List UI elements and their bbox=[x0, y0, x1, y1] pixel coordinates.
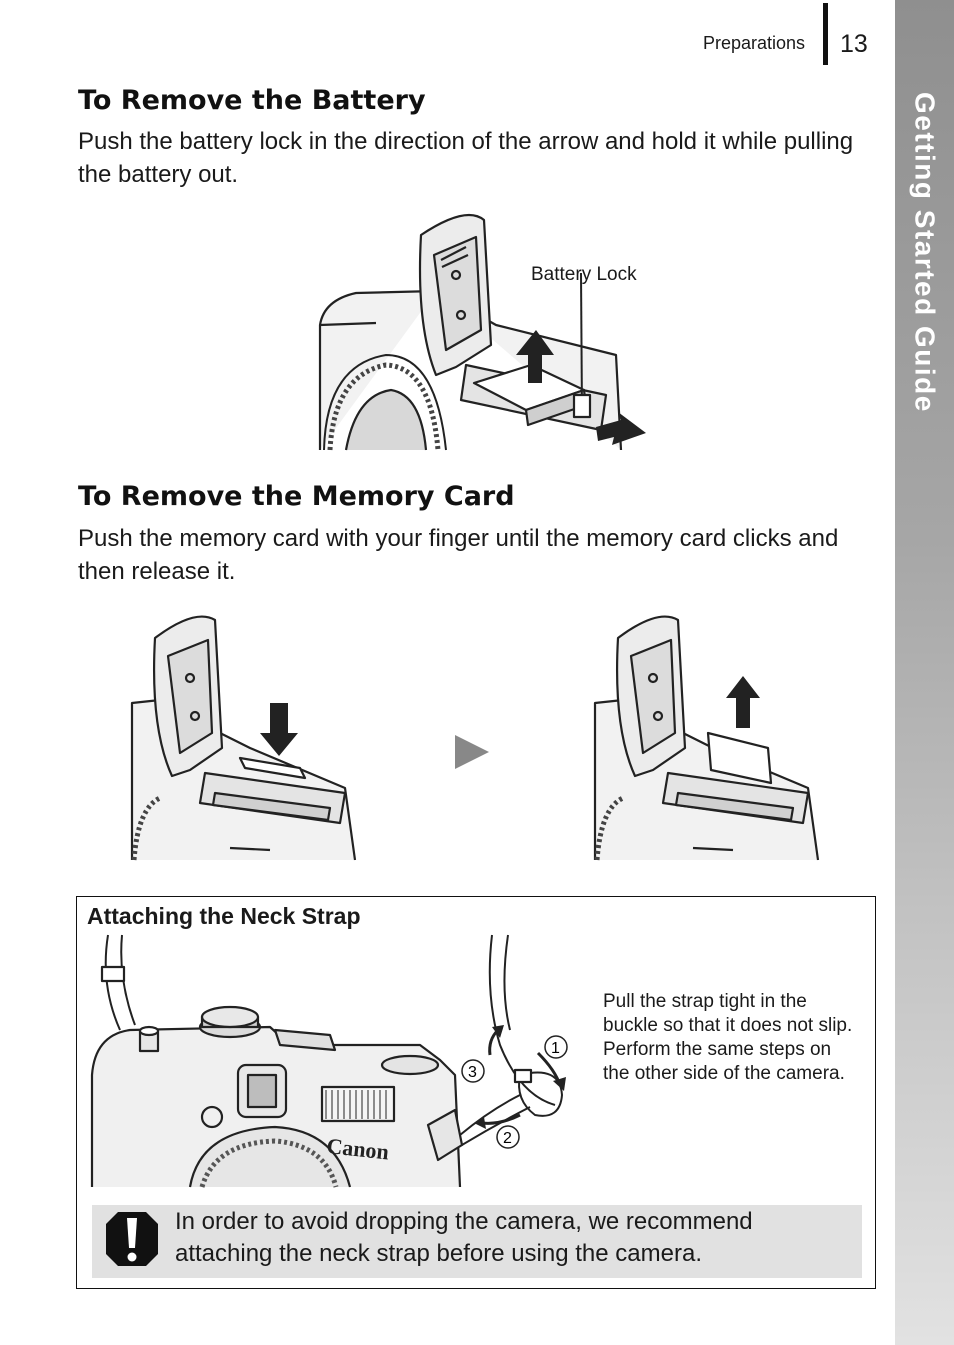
step-marker-2: 2 bbox=[496, 1125, 520, 1149]
play-triangle-icon bbox=[455, 735, 489, 769]
running-section-label: Preparations bbox=[703, 33, 806, 53]
step-marker-1: 1 bbox=[544, 1035, 568, 1059]
svg-text:1: 1 bbox=[551, 1040, 560, 1057]
battery-lock-callout: Battery Lock bbox=[531, 264, 637, 285]
battery-heading: To Remove the Battery bbox=[78, 85, 426, 116]
header-divider bbox=[823, 3, 828, 65]
neck-strap-panel bbox=[76, 896, 876, 1289]
side-tab-label: Getting Started Guide bbox=[909, 92, 941, 413]
page-number: 13 bbox=[840, 30, 868, 58]
exclamation-icon bbox=[106, 1212, 158, 1266]
battery-removal-illustration bbox=[318, 213, 646, 451]
caution-box bbox=[92, 1205, 862, 1278]
memory-card-push-illustration bbox=[130, 615, 357, 861]
caution-text: In order to avoid dropping the camera, w… bbox=[175, 1208, 753, 1267]
memory-card-ejected-illustration bbox=[593, 615, 820, 861]
svg-text:3: 3 bbox=[468, 1064, 477, 1081]
neck-strap-description: Pull the strap tight in the buckle so th… bbox=[603, 991, 853, 1084]
memory-card-heading: To Remove the Memory Card bbox=[78, 481, 515, 512]
neck-strap-title: Attaching the Neck Strap bbox=[87, 903, 361, 929]
step-marker-3: 3 bbox=[461, 1059, 485, 1083]
neck-strap-illustration: Canon 1 2 3 bbox=[90, 934, 568, 1188]
svg-text:2: 2 bbox=[503, 1130, 512, 1147]
battery-instruction: Push the battery lock in the direction o… bbox=[78, 128, 854, 188]
memory-card-instruction: Push the memory card with your finger un… bbox=[78, 525, 839, 585]
side-tab bbox=[895, 0, 954, 1345]
